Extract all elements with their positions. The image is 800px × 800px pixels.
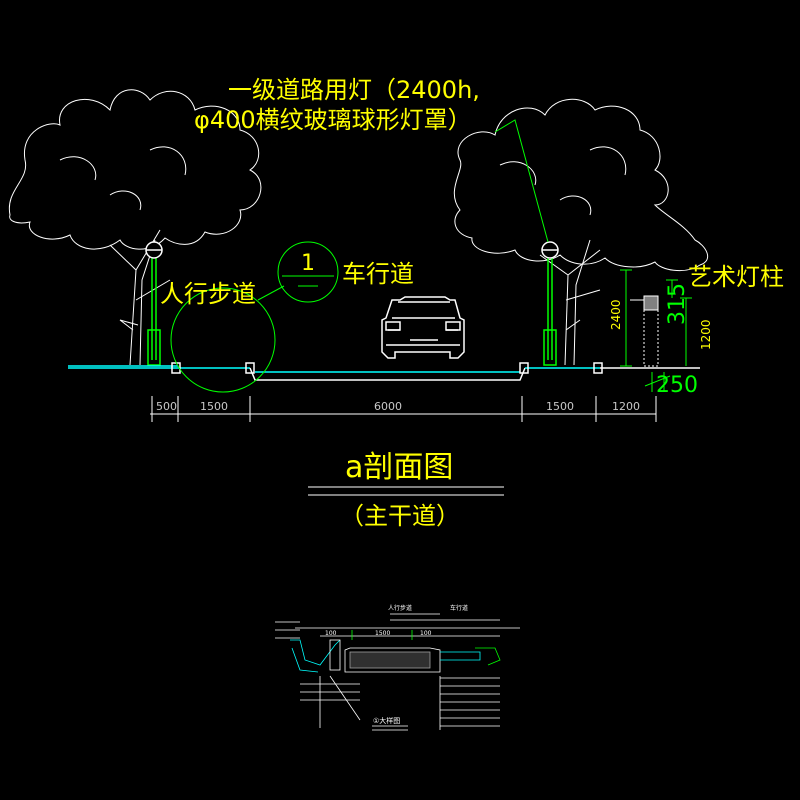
tree-right-canopy (453, 98, 709, 272)
car-elevation (381, 296, 465, 359)
street-lamp-right (541, 241, 559, 366)
dim-post-cap: 315 (665, 283, 690, 325)
detail-title: ①大样图 (373, 716, 400, 725)
bottom-dim-6000: 6000 (374, 400, 402, 413)
detail-dim-right: 100 (420, 630, 432, 637)
section-title: a剖面图 (345, 450, 453, 485)
detail-label-roadway: 车行道 (450, 604, 468, 612)
tree-left-canopy (8, 89, 262, 250)
sidewalk-label: 人行步道 (160, 280, 256, 308)
detail-marker-number: 1 (301, 251, 315, 276)
dim-post-width: 250 (656, 373, 698, 398)
section-subtitle: （主干道） (340, 502, 460, 530)
tree-right-trunk (539, 239, 601, 366)
art-lamp-post-label: 艺术灯柱 (688, 263, 784, 291)
bottom-dim-1200: 1200 (612, 400, 640, 413)
lamp-callout-line-2: φ400横纹玻璃球形灯罩） (194, 106, 472, 134)
road-section-profile (68, 362, 700, 381)
detail-marker (170, 241, 339, 393)
dim-post-height: 1200 (699, 319, 713, 350)
detail-dim-mid: 1500 (375, 630, 390, 637)
dim-lamp-height: 2400 (609, 299, 623, 330)
bottom-dim-1500-left: 1500 (200, 400, 228, 413)
art-lamp-post (630, 295, 659, 367)
bottom-dimension-chain (150, 396, 657, 422)
bottom-dim-500: 500 (156, 400, 177, 413)
lamp-callout-leader (494, 119, 549, 243)
bottom-dim-1500-right: 1500 (546, 400, 574, 413)
lamp-callout-line-1: 一级道路用灯（2400h, (228, 76, 480, 104)
roadway-label: 车行道 (342, 260, 414, 288)
detail-dim-left: 100 (325, 630, 337, 637)
street-lamp-left (145, 241, 163, 366)
title-underline (308, 486, 504, 496)
detail-label-sidewalk: 人行步道 (388, 604, 412, 612)
vertical-dimensions (620, 269, 692, 392)
detail-drawing (275, 613, 520, 731)
